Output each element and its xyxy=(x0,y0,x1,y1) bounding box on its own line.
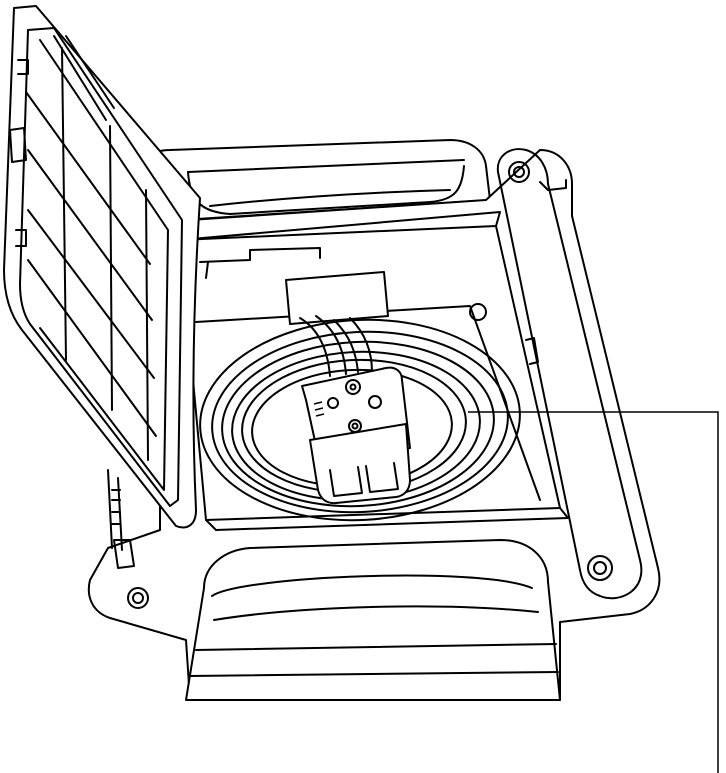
rear-handle xyxy=(138,139,491,223)
front-handle xyxy=(127,539,561,701)
callout-leader xyxy=(468,411,719,773)
side-hinge xyxy=(107,469,135,569)
open-lid xyxy=(3,5,201,529)
connector-plug xyxy=(301,366,411,505)
compartment xyxy=(179,211,569,531)
